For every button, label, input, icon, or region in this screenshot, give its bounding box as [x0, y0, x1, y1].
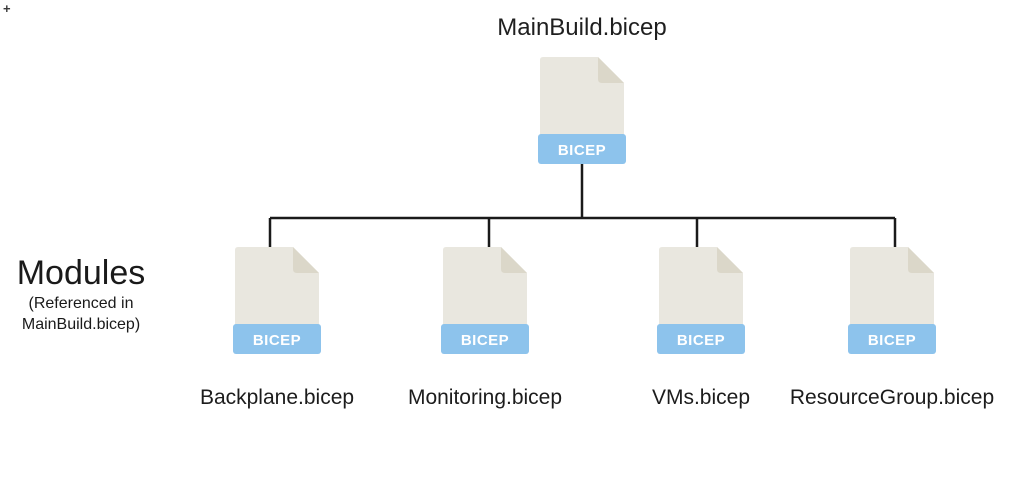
badge-label: BICEP: [677, 332, 725, 349]
module-bicep-file-icon-backplane: BICEP: [233, 246, 321, 356]
file-fold-corner: [908, 247, 934, 273]
file-fold-corner: [293, 247, 319, 273]
modules-group-label: Modules (Referenced in MainBuild.bicep): [5, 254, 157, 334]
module-file-label-monitoring: Monitoring.bicep: [407, 386, 563, 409]
file-fold-corner: [598, 57, 624, 83]
modules-group-subtitle-line2: MainBuild.bicep): [21, 316, 141, 333]
badge-band: [233, 324, 321, 354]
module-file-label-resourcegroup: ResourceGroup.bicep: [789, 386, 995, 409]
badge-label: BICEP: [868, 332, 916, 349]
module-bicep-file-icon-monitoring: BICEP: [441, 246, 529, 356]
file-fold-corner: [717, 247, 743, 273]
module-bicep-file-icon-vms: BICEP: [657, 246, 745, 356]
module-file-label-vms: VMs.bicep: [651, 386, 751, 409]
badge-label: BICEP: [558, 142, 606, 159]
badge-band: [657, 324, 745, 354]
badge-band: [441, 324, 529, 354]
root-file-title: MainBuild.bicep: [497, 14, 667, 41]
modules-group-subtitle-line1: (Referenced in: [28, 295, 134, 312]
file-fold-corner: [501, 247, 527, 273]
badge-band: [538, 134, 626, 164]
module-file-label-backplane: Backplane.bicep: [199, 386, 355, 409]
module-bicep-file-icon-resourcegroup: BICEP: [848, 246, 936, 356]
badge-label: BICEP: [253, 332, 301, 349]
tree-connector-path: [268, 164, 897, 249]
move-cursor-artifact: +: [3, 1, 11, 16]
root-bicep-file-icon: BICEP: [538, 56, 626, 166]
badge-label: BICEP: [461, 332, 509, 349]
badge-band: [848, 324, 936, 354]
modules-group-title: Modules: [16, 254, 146, 292]
